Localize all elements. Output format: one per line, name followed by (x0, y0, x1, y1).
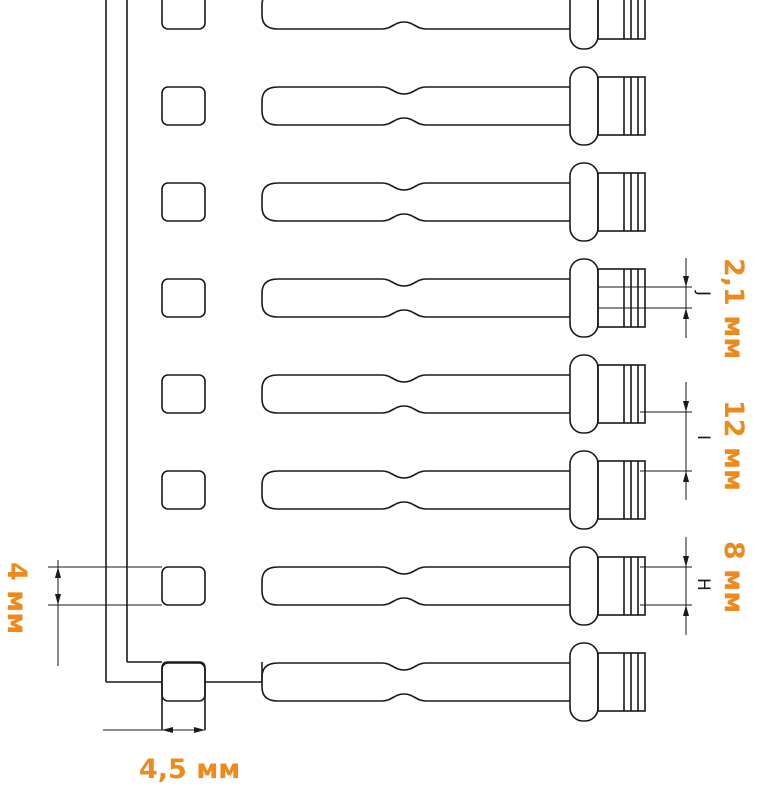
pin-lead (261, 662, 570, 702)
pin-crimp (597, 76, 646, 136)
dimension-4mm: 4 мм (1, 560, 162, 666)
pin-crimp (597, 556, 646, 616)
pin-barrel (569, 450, 599, 530)
dimension-h-letter: H (693, 578, 713, 591)
carrier-hole (161, 278, 206, 318)
pin-lead (261, 470, 570, 510)
pin-barrel (569, 546, 599, 626)
pin-lead (261, 278, 570, 318)
carrier-hole (161, 566, 206, 606)
carrier-hole (161, 470, 206, 510)
pin-lead (261, 0, 570, 30)
pin-barrel (569, 642, 599, 722)
carrier-hole (161, 86, 206, 126)
bottom-tab (161, 661, 206, 730)
carrier-hole (161, 662, 206, 702)
dimension-j-letter: J (693, 290, 713, 296)
carrier-hole (161, 182, 206, 222)
pin-crimp (597, 268, 646, 328)
carrier-hole (161, 0, 206, 30)
pin-crimp (597, 364, 646, 424)
pin-barrel (569, 0, 599, 50)
pin-crimp (597, 652, 646, 712)
pin-crimp (597, 0, 646, 40)
dimension-j-label: 2,1 мм (718, 258, 749, 359)
pin-barrel (569, 258, 599, 338)
pin-crimp (597, 460, 646, 520)
dimension-4mm-label: 4 мм (1, 562, 32, 634)
dimension-i-letter: I (693, 435, 713, 440)
pin-lead (261, 566, 570, 606)
pin-barrel (569, 162, 599, 242)
dimension-h-label: 8 мм (718, 541, 749, 613)
dimension-i: I 12 мм (640, 382, 749, 500)
dimension-j: J 2,1 мм (598, 258, 749, 359)
dimension-4-5mm: 4,5 мм (103, 727, 240, 785)
dimension-i-label: 12 мм (718, 400, 749, 491)
pin-lead (261, 374, 570, 414)
pin-lead (261, 182, 570, 222)
pin-barrel (569, 354, 599, 434)
dimension-4-5mm-label: 4,5 мм (139, 754, 240, 785)
pin-crimp (597, 172, 646, 232)
pin-barrel (569, 66, 599, 146)
pin-group (161, 0, 646, 722)
carrier-hole (161, 374, 206, 414)
dimension-h: H 8 мм (640, 537, 749, 635)
pin-lead (261, 86, 570, 126)
